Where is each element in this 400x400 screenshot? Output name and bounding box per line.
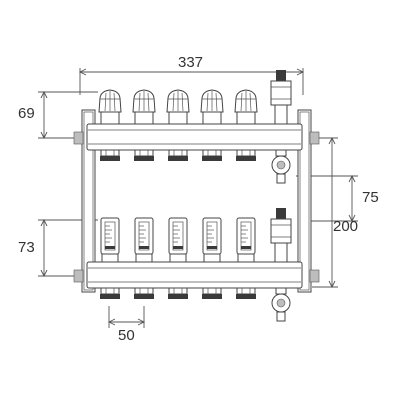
label-pipe-spacing: 75: [362, 189, 379, 206]
outlet-connector: [236, 149, 256, 161]
air-vent-bottom: [270, 208, 292, 263]
outlet-connector: [202, 149, 222, 161]
dimension-outlet-spacing: [107, 306, 146, 328]
valve-cap: [166, 89, 190, 125]
return-manifold-bar: [86, 261, 303, 289]
label-overall-height: 200: [333, 218, 359, 235]
flow-meter: [134, 217, 154, 263]
drain-valve-top: [271, 149, 291, 184]
dimension-top-offset: [38, 90, 98, 140]
label-bottom-offset: 73: [18, 239, 35, 256]
flow-meters-bottom: [100, 217, 256, 263]
outlet-connector: [168, 287, 188, 299]
flow-meter: [202, 217, 222, 263]
outlet-connector: [100, 287, 120, 299]
bracket-right: [297, 109, 320, 293]
valve-cap: [132, 89, 156, 125]
valve-cap: [98, 89, 122, 125]
outlet-connector: [168, 149, 188, 161]
outlet-connector: [202, 287, 222, 299]
label-overall-width: 337: [178, 54, 204, 71]
valve-cap: [200, 89, 224, 125]
flow-meter: [100, 217, 120, 263]
valve-cap: [234, 89, 258, 125]
outlet-connectors-bottom: [100, 287, 256, 299]
flow-meter: [168, 217, 188, 263]
outlet-connector: [134, 149, 154, 161]
bracket-left: [73, 109, 96, 293]
outlet-connectors-top: [100, 149, 256, 161]
air-vent-top: [270, 70, 292, 125]
outlet-connector: [236, 287, 256, 299]
supply-manifold-bar: [86, 123, 303, 151]
dimension-overall-width: [78, 68, 305, 95]
label-top-offset: 69: [18, 105, 35, 122]
valve-caps-top: [98, 89, 258, 125]
label-outlet-spacing: 50: [118, 327, 135, 344]
outlet-connector: [134, 287, 154, 299]
outlet-connector: [100, 149, 120, 161]
flow-meter: [236, 217, 256, 263]
drain-valve-bottom: [271, 287, 291, 322]
dimension-overall-height: [312, 136, 338, 289]
